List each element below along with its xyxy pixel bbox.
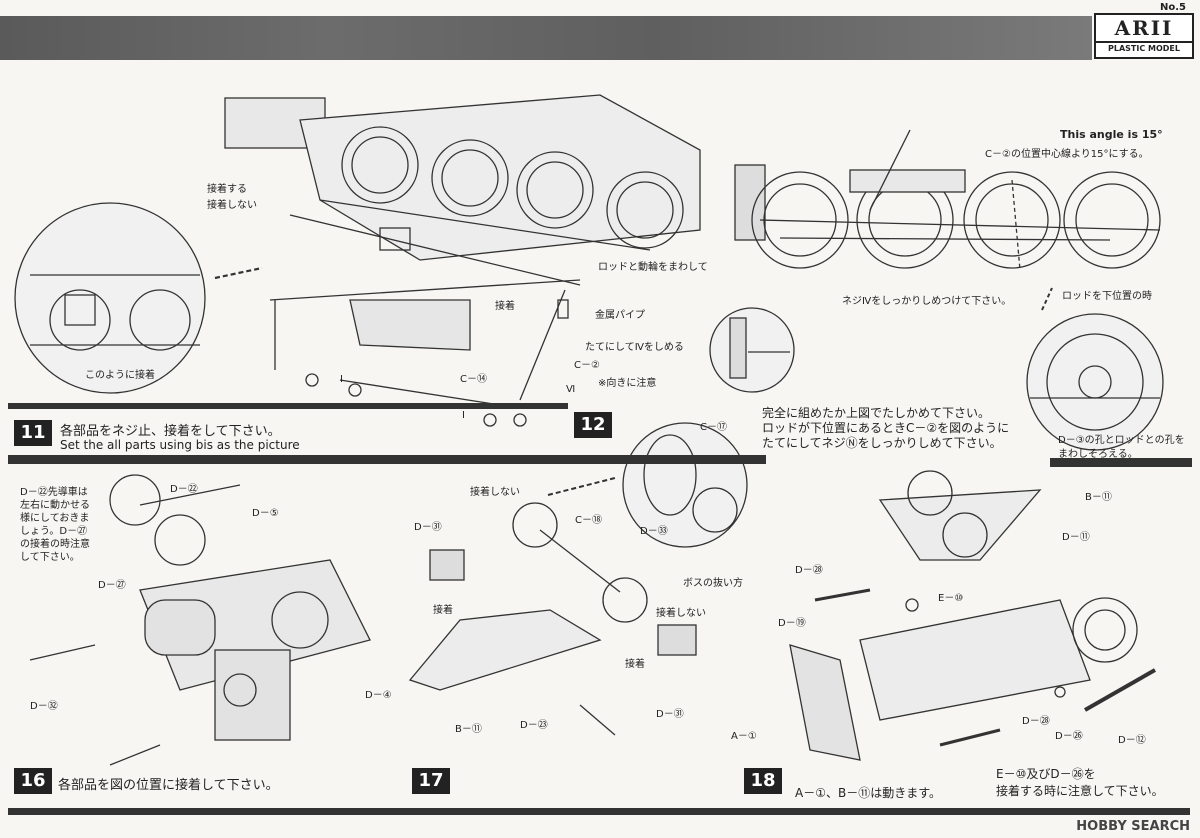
- page-number: No.5: [1160, 2, 1186, 13]
- step-16-note-line6: して下さい。: [20, 552, 80, 563]
- label-e10: E－⑩: [938, 593, 964, 604]
- step-12-caption: 完全に組めたか上図でたしかめて下さい。 ロッドが下位置にあるときC－②を図のよう…: [762, 406, 1009, 451]
- label-vi: Ⅵ: [566, 384, 576, 395]
- label-d26: D－㉖: [1055, 731, 1083, 742]
- step-16-number: 16: [14, 768, 52, 794]
- brand-subtitle: PLASTIC MODEL: [1096, 41, 1192, 53]
- label-d27: D－㉗: [98, 580, 126, 591]
- step12-drawing: [734, 129, 1161, 271]
- angle-note-jp: C－②の位置中心線より15°にする。: [985, 149, 1149, 160]
- label-d5: D－⑤: [252, 508, 279, 519]
- step-11-caption-jp: 各部品をネジ止、接着をして下さい。: [60, 424, 281, 439]
- step-12-caption-line2: ロッドが下位置にあるときC－②を図のように: [762, 421, 1010, 435]
- label-c2: C－②: [574, 360, 600, 371]
- label-glue-17: 接着: [433, 605, 453, 616]
- hole-note-line1: D－③の孔とロッドとの孔を: [1058, 435, 1185, 446]
- brand-name: ARII: [1114, 16, 1174, 40]
- label-glue-like: このように接着: [85, 370, 155, 381]
- angle-note-en: This angle is 15°: [1060, 128, 1163, 141]
- label-caution: ※向きに注意: [598, 378, 657, 389]
- step-16-note: D－㉒先導車は 左右に動かせる 様にしておきま しょう。D－㉗ の接着の時注意 …: [20, 486, 90, 564]
- step-18-caption2-line1: E－⑩及びD－㉖を: [996, 767, 1096, 781]
- hole-note: D－③の孔とロッドとの孔を まわしそろえる。: [1058, 434, 1185, 462]
- label-no-glue-17: 接着しない: [470, 487, 520, 498]
- step-16-note-line1: D－㉒先導車は: [20, 487, 88, 498]
- label-d19: D－⑲: [778, 618, 806, 629]
- label-a1: A－①: [731, 731, 757, 742]
- label-b11-18: B－⑪: [1085, 492, 1112, 503]
- label-d22: D－㉒: [170, 484, 198, 495]
- divider-mid-right: [1050, 458, 1192, 467]
- label-vertical-screw: たてにしてⅣをしめる: [585, 342, 684, 353]
- label-d23: D－㉓: [520, 720, 548, 731]
- step-16-note-line2: 左右に動かせる: [20, 500, 90, 511]
- step18-drawing: [789, 470, 1156, 761]
- step-16-note-line5: の接着の時注意: [20, 539, 90, 550]
- hole-note-line2: まわしそろえる。: [1058, 449, 1138, 460]
- label-metal-pipe: 金属パイプ: [595, 310, 645, 321]
- step-11-number: 11: [14, 420, 52, 446]
- step-12-number: 12: [574, 412, 612, 438]
- label-d12: D－⑫: [1118, 735, 1146, 746]
- brand-logo: ARII PLASTIC MODEL: [1094, 13, 1194, 59]
- label-c14: C－⑭: [460, 374, 487, 385]
- step16-drawing: [29, 474, 371, 766]
- divider-top-left: [8, 403, 568, 409]
- label-d11: D－⑪: [1062, 532, 1090, 543]
- label-glue2: 接着: [495, 301, 515, 312]
- step-16-note-line4: しょう。D－㉗: [20, 526, 88, 537]
- divider-mid-left: [8, 455, 766, 464]
- screw-note: ネジⅣをしっかりしめつけて下さい。: [842, 296, 1012, 307]
- label-no-glue2-17: 接着しない: [656, 608, 706, 619]
- label-glue: 接着する: [207, 184, 247, 195]
- watermark: HOBBY SEARCH: [1076, 819, 1190, 834]
- header-bar: [0, 16, 1092, 60]
- step11-inset-drawing: [30, 274, 200, 351]
- step-18-number: 18: [744, 768, 782, 794]
- label-d28a: D－㉘: [795, 565, 823, 576]
- divider-bottom: [8, 808, 1190, 815]
- label-c18: C－⑱: [575, 515, 602, 526]
- label-d31b: D－㉛: [656, 709, 684, 720]
- label-d28b: D－㉘: [1022, 716, 1050, 727]
- step-16-caption: 各部品を図の位置に接着して下さい。: [58, 778, 279, 793]
- label-c17: C－⑰: [700, 422, 727, 433]
- step-17-number: 17: [412, 768, 450, 794]
- label-d31a: D－㉛: [414, 522, 442, 533]
- label-b11-17: B－⑪: [455, 724, 482, 735]
- step-18-caption1: A－①、B－⑪は動きます。: [795, 786, 942, 800]
- step-11-caption-en: Set the all parts using bis as the pictu…: [60, 438, 300, 452]
- step-12-caption-line1: 完全に組めたか上図でたしかめて下さい。: [762, 406, 991, 420]
- label-i2: Ⅰ: [462, 410, 465, 421]
- step-16-note-line3: 様にしておきま: [20, 513, 90, 524]
- label-glue2-17: 接着: [625, 659, 645, 670]
- label-rod-wheel: ロッドと動輪をまわして: [598, 262, 708, 273]
- step-18-caption2-line2: 接着する時に注意して下さい。: [996, 784, 1164, 798]
- label-d4: D－④: [365, 690, 392, 701]
- label-no-glue: 接着しない: [207, 200, 257, 211]
- label-d32: D－㉜: [30, 701, 58, 712]
- step-12-caption-line3: たてにしてネジⓃをしっかりしめて下さい。: [762, 436, 1002, 450]
- label-i1: Ⅰ: [340, 374, 343, 385]
- step17-drawing: [408, 422, 748, 736]
- rod-low-note: ロッドを下位置の時: [1062, 291, 1152, 302]
- label-d33: D－㉝: [640, 526, 668, 537]
- label-boss: ボスの抜い方: [683, 578, 743, 589]
- step-18-caption2: E－⑩及びD－㉖を 接着する時に注意して下さい。: [996, 766, 1164, 800]
- step11-chassis-drawing: [224, 94, 701, 427]
